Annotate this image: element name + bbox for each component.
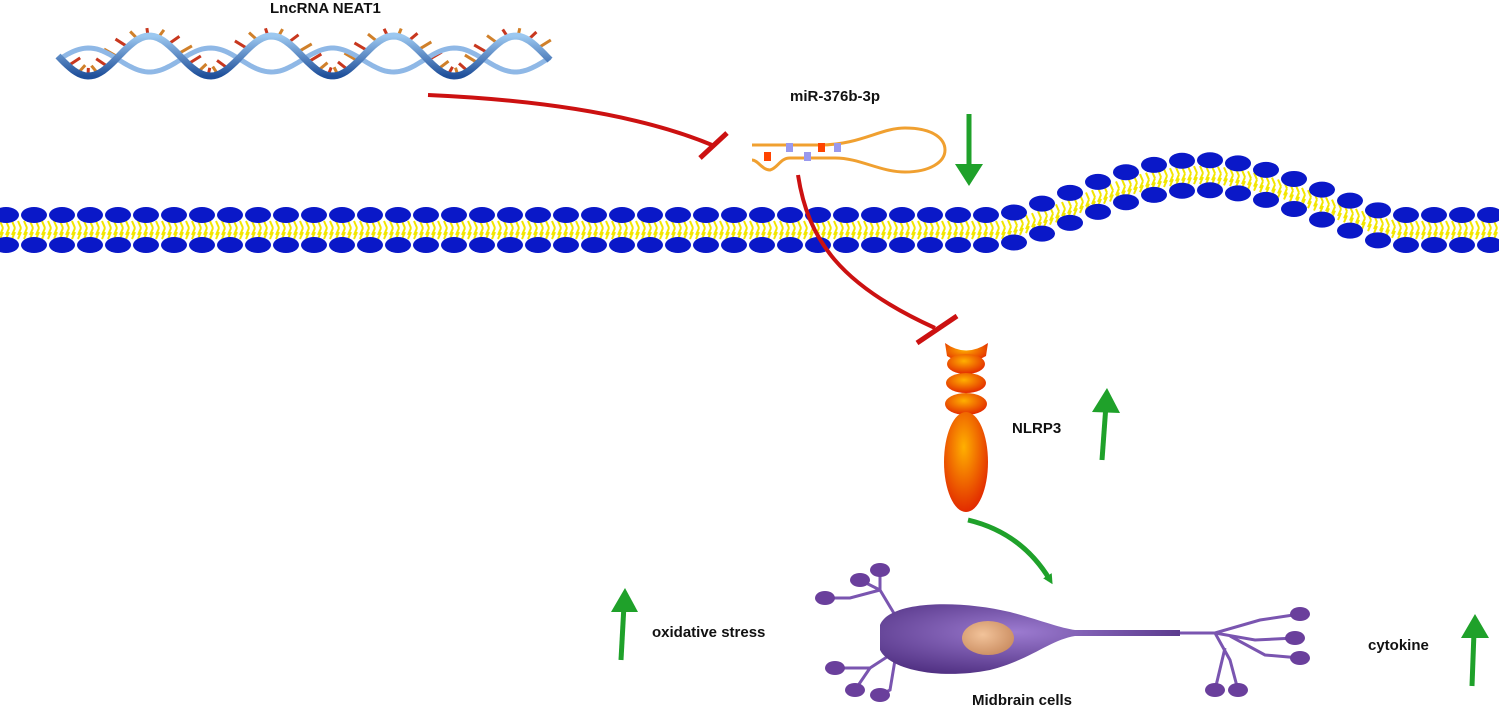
dna-helix-icon [55,27,553,80]
oxidative-stress-label: oxidative stress [652,624,766,641]
hairpin-rna-icon [751,126,947,174]
midbrain-cells-label: Midbrain cells [972,692,1073,709]
cell-membrane [0,152,1499,253]
inhibition-arrow-lncrna-mirna [427,93,729,160]
activation-arrow-nlrp3-neuron [967,517,1053,585]
neuron-icon [815,563,1310,702]
nlrp3-protein-icon [944,343,988,512]
mirna-label: miR-376b-3p [790,88,881,105]
nlrp3-label: NLRP3 [1012,420,1062,437]
inhibition-arrow-mirna-nlrp3 [796,174,959,346]
lncrna-label: LncRNA NEAT1 [270,0,381,17]
cytokine-up-arrow-icon [1461,614,1489,687]
mirna-down-arrow-icon [955,114,983,186]
cytokine-label: cytokine [1368,637,1429,654]
nlrp3-up-arrow-icon [1092,388,1120,461]
oxidative-stress-up-arrow-icon [611,588,638,661]
